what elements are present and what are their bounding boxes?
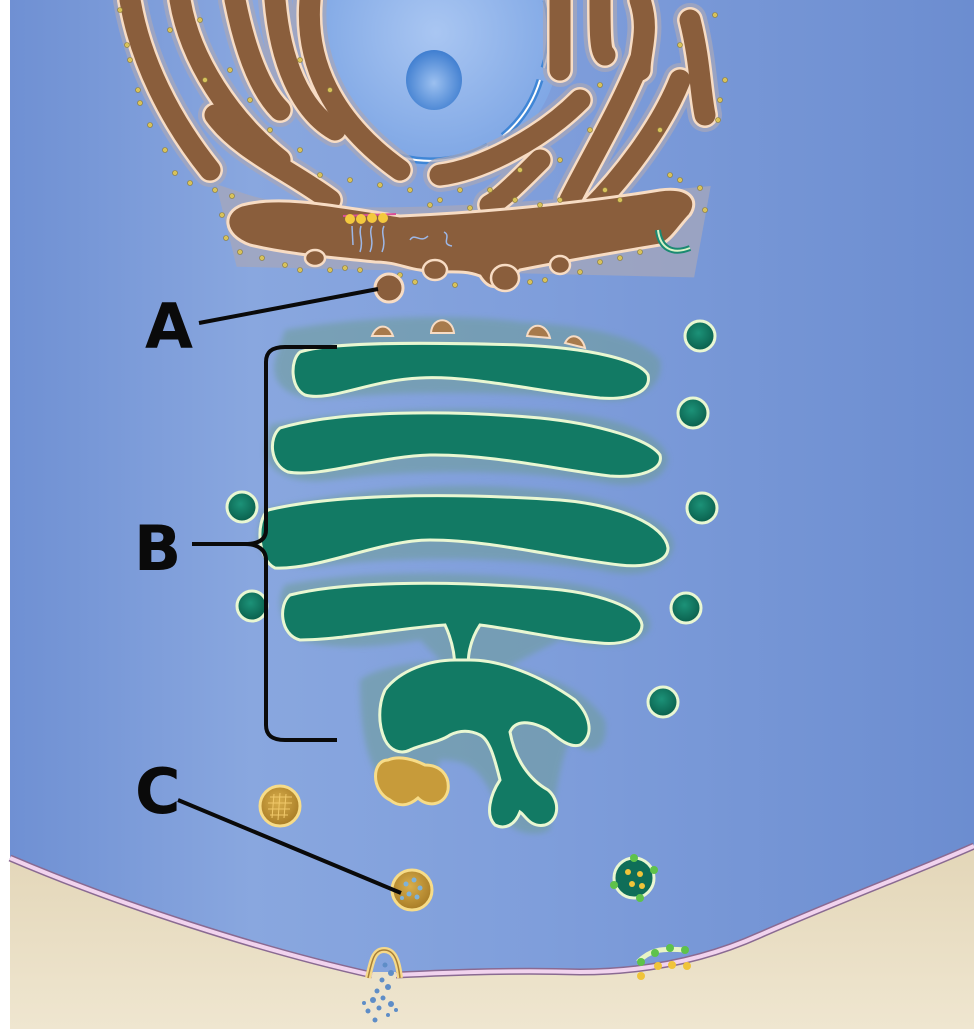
label-c: C <box>135 755 181 828</box>
er-derived-buds <box>370 319 587 350</box>
membrane-proteins <box>636 944 691 980</box>
label-a: A <box>145 290 193 363</box>
nucleolus <box>406 50 462 110</box>
golgi-apparatus <box>258 341 670 829</box>
label-b: B <box>134 512 181 585</box>
leader-a <box>198 287 379 325</box>
secretory-vesicle-c <box>390 868 434 912</box>
bracket-b <box>192 345 337 742</box>
exocytosis-site <box>362 946 403 1023</box>
membrane-protein-vesicle <box>610 854 658 902</box>
extracellular-space <box>10 846 974 1029</box>
ribosomes <box>117 7 728 288</box>
ribosome-translocon <box>342 213 453 253</box>
leader-c <box>177 798 402 895</box>
label-leaders <box>177 287 402 895</box>
secretory-vesicle-budding <box>374 756 450 807</box>
dense-core-vesicle <box>258 784 302 828</box>
plasma-membrane <box>9 844 974 977</box>
rough-endoplasmic-reticulum <box>113 0 728 293</box>
transport-vesicle <box>373 272 405 304</box>
